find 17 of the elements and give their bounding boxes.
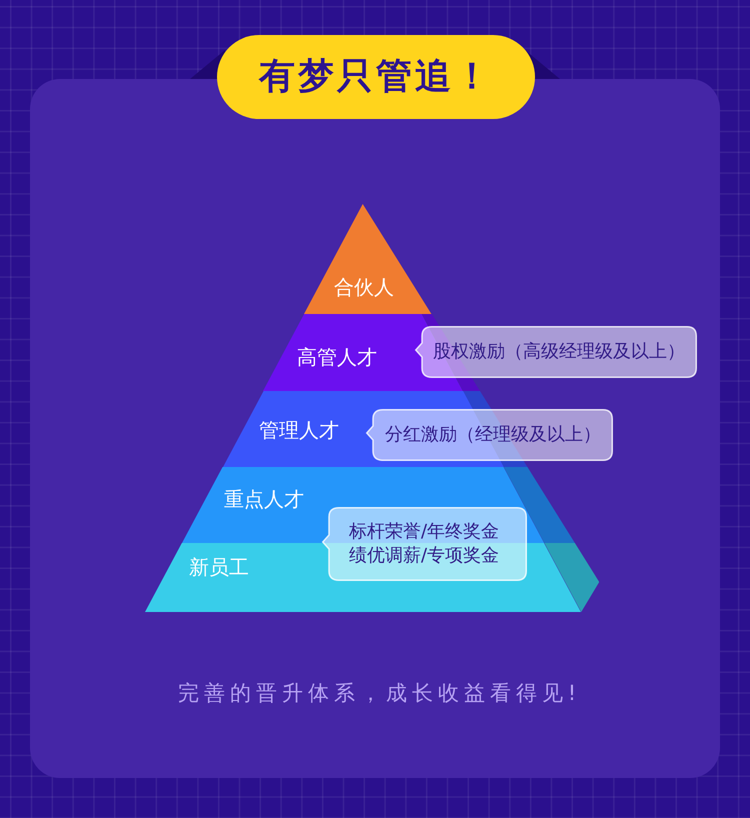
speech-bubble <box>322 507 528 581</box>
tier-label: 新员工 <box>188 554 249 580</box>
speech-bubble <box>366 409 613 461</box>
bubble-text: 标杆荣誉/年终奖金 <box>349 520 500 544</box>
bubble-text: 分红激励（经理级及以上） <box>385 423 601 447</box>
tier-label: 合伙人 <box>334 274 394 300</box>
pyramid-tier <box>304 204 432 314</box>
tier-label: 高管人才 <box>296 344 377 370</box>
speech-bubble <box>415 326 697 378</box>
tier-label: 重点人才 <box>224 486 304 512</box>
tier-label: 管理人才 <box>258 417 339 443</box>
bubble-text: 股权激励（高级经理级及以上） <box>433 340 685 364</box>
title-banner: 有梦只管追！ <box>217 35 535 119</box>
caption-text: 完善的晋升体系，成长收益看得见! <box>176 680 582 707</box>
pyramid-tier <box>145 543 581 612</box>
pyramid-tier <box>182 467 544 543</box>
bubble-text: 绩优调薪/专项奖金 <box>349 544 500 568</box>
